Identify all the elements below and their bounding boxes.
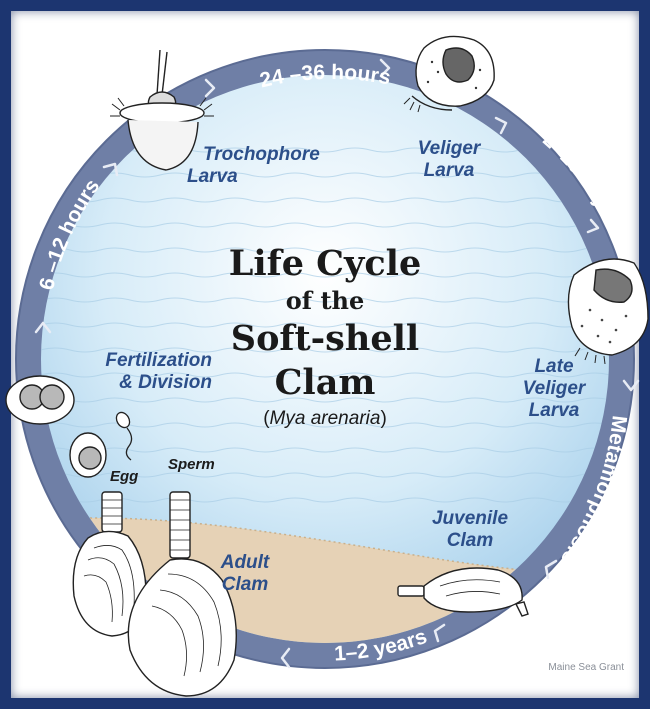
stage-label-line: Larva — [512, 400, 596, 422]
stage-label-line: Clam — [212, 574, 278, 596]
scientific-name-text: Mya arenaria — [270, 408, 381, 429]
title-line-3: Soft-shell — [195, 318, 455, 360]
title-line-4: Clam — [195, 362, 455, 404]
stage-label-line: Late — [512, 356, 596, 378]
stage-label-line: Adult — [212, 552, 278, 574]
stage-label-line: Larva — [187, 166, 347, 188]
stage-label-line: Juvenile — [420, 508, 520, 530]
label-sperm: Sperm — [168, 456, 215, 473]
stage-fertilization-division: Fertilization & Division — [72, 350, 212, 394]
stage-trochophore-larva: Trochophore Larva — [187, 144, 347, 188]
title-line-1: Life Cycle — [195, 243, 455, 285]
stage-label-line: Trochophore — [187, 144, 347, 166]
scientific-name: (Mya arenaria) — [195, 407, 455, 431]
stage-veliger-larva: Veliger Larva — [404, 138, 494, 182]
stage-label-line: Larva — [404, 160, 494, 182]
stage-label-line: Veliger — [512, 378, 596, 400]
stage-label-line: Veliger — [404, 138, 494, 160]
credit-maine-sea-grant: Maine Sea Grant — [548, 662, 624, 673]
stage-label-line: Clam — [420, 530, 520, 552]
egg-illustration — [70, 433, 106, 477]
stage-adult-clam: Adult Clam — [212, 552, 278, 596]
stage-juvenile-clam: Juvenile Clam — [420, 508, 520, 552]
late-veliger-larva-illustration — [568, 259, 648, 364]
scientific-name-close: ) — [380, 408, 386, 429]
title-line-2: of the — [195, 287, 455, 315]
stage-late-veliger-larva: Late Veliger Larva — [512, 356, 596, 422]
stage-label-line: & Division — [72, 372, 212, 394]
label-egg: Egg — [110, 468, 138, 485]
dividing-cell-illustration — [6, 376, 74, 424]
stage-label-line: Fertilization — [72, 350, 212, 372]
